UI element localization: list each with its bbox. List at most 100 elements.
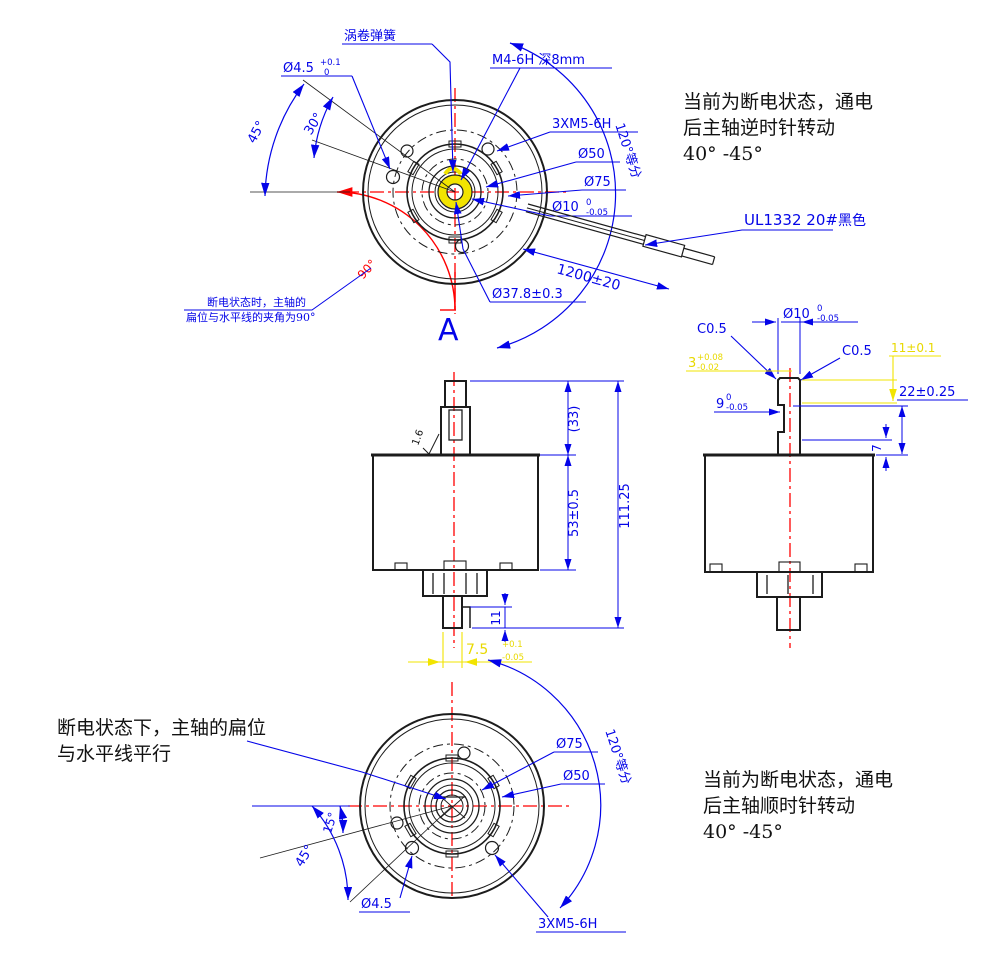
note-line: 后主轴逆时针转动 [683, 117, 835, 139]
dim-11-label: 11 [489, 610, 503, 625]
hub-circle [424, 778, 480, 834]
screw-hole [385, 169, 401, 185]
d75-label: Ø75 [584, 175, 611, 190]
d75-leader [507, 189, 583, 199]
tap-label: M4-6H 深8mm [492, 53, 585, 68]
note-line: 断电状态下，主轴的扁位 [57, 717, 266, 739]
section-label: A [438, 313, 459, 348]
note-line: 40° -45° [683, 143, 763, 165]
d75-label: Ø75 [556, 737, 583, 752]
arc-120deg [487, 659, 602, 909]
surface-finish-label: 1.6 [410, 428, 426, 447]
motor-body [372, 454, 539, 571]
body-notch [443, 560, 467, 571]
wire-length-dimline [522, 248, 670, 290]
arc-45deg [261, 83, 305, 197]
wire-color-label: 黑色 [838, 212, 866, 229]
body-notch [499, 562, 513, 571]
dim-3-dn: -0.02 [697, 363, 719, 373]
dim-11t-label: 11±0.1 [891, 341, 935, 355]
d45-label: Ø4.5 [361, 897, 392, 912]
angle-45-label: 45° [245, 119, 269, 146]
construction-line [349, 805, 453, 903]
lower-shaft [442, 595, 463, 629]
arc-120deg [496, 42, 617, 349]
lower-shaft [776, 596, 801, 631]
screws-label: 3XM5-6H [552, 117, 611, 132]
arc-30deg [310, 96, 334, 159]
dim-111-label: 111.25 [618, 483, 633, 529]
arc-15deg [338, 805, 348, 834]
d45-tol-up: +0.1 [320, 58, 341, 68]
shaft-bore [446, 183, 464, 201]
d45-leader [399, 855, 413, 899]
d50-label: Ø50 [563, 769, 590, 784]
construction-line [302, 79, 456, 193]
d10-tol-dn: -0.05 [586, 208, 608, 218]
arc-45deg [311, 805, 353, 901]
spring-leader [431, 43, 457, 173]
screws-leader [494, 854, 549, 918]
note-line: 当前为断电状态，通电 [703, 769, 893, 791]
motor-body [704, 454, 874, 573]
dim-d10-label: Ø10 [783, 307, 810, 322]
d10-label: Ø10 [552, 200, 579, 215]
screw-hole [390, 816, 404, 830]
screws-leader [496, 131, 551, 152]
note-leader [246, 740, 447, 800]
d45-tol-dn: 0 [324, 68, 329, 78]
dim-9-dn: -0.05 [726, 403, 748, 413]
screw-hole [457, 746, 471, 760]
screws-label: 3XM5-6H [538, 917, 597, 932]
upper-shaft-tip [444, 380, 467, 408]
tap-leader [460, 67, 521, 181]
d75-leader [481, 751, 555, 791]
shaft-cross-line [439, 795, 466, 819]
upper-shaft [440, 406, 471, 456]
c05-left-leader [730, 335, 777, 380]
wire-spec-label: UL1332 20# [744, 211, 838, 229]
d50-leader [501, 783, 562, 799]
angle-90-label: 90° [355, 257, 380, 282]
d45-label: Ø4.5 [283, 61, 314, 76]
screw-hole [481, 142, 495, 156]
side-view: C0.5 C0.5 Ø10 0 -0.05 3 +0.08 -0.02 11±0… [686, 304, 968, 648]
angle-120-label: 120°等分 [611, 121, 644, 180]
lower-shaft-step [462, 606, 471, 628]
note-line: 后主轴顺时针转动 [703, 795, 855, 817]
note-leader [184, 267, 372, 311]
d378-leader [453, 201, 491, 303]
body-notch [709, 563, 723, 573]
screw-hole [404, 840, 420, 856]
housing-outer-circle [362, 99, 548, 285]
d50-label: Ø50 [578, 147, 605, 162]
d378-label: Ø37.8±0.3 [492, 287, 563, 302]
lead-wire [525, 203, 716, 266]
body-notch [394, 562, 408, 571]
d50-leader [485, 161, 577, 188]
dim-9-label: 9 [716, 397, 724, 412]
upper-shaft-profile [777, 377, 801, 455]
c05-right-leader [800, 357, 841, 381]
hidden-circle [421, 158, 489, 226]
housing-inner-circle [367, 104, 543, 280]
shaft-bore [440, 794, 464, 818]
shaft-circle [435, 789, 469, 823]
dim-22-label: 22±0.25 [899, 385, 955, 400]
note-bottom-right: 当前为断电状态，通电 后主轴顺时针转动 40° -45° [703, 769, 893, 843]
dim-7-label: 7 [870, 444, 884, 452]
wire-connector [642, 233, 686, 258]
dim-3-label: 3 [688, 356, 696, 371]
hub-circle-2 [430, 784, 474, 828]
wire-spec-leader [644, 229, 833, 247]
bottom-view: 15° 45° 120°等分 Ø75 Ø50 Ø4.5 3XM5-6H 断电状态… [57, 659, 893, 933]
spring-label: 涡卷弹簧 [344, 28, 396, 44]
dim-75-dn: -0.05 [502, 653, 524, 663]
note-bottom-left: 断电状态下，主轴的扁位 与水平线平行 [57, 717, 266, 765]
screw-hole [484, 840, 500, 856]
d45-leader [351, 75, 391, 170]
note-line: 与水平线平行 [57, 743, 171, 765]
dim-75-up: +0.1 [502, 640, 523, 650]
